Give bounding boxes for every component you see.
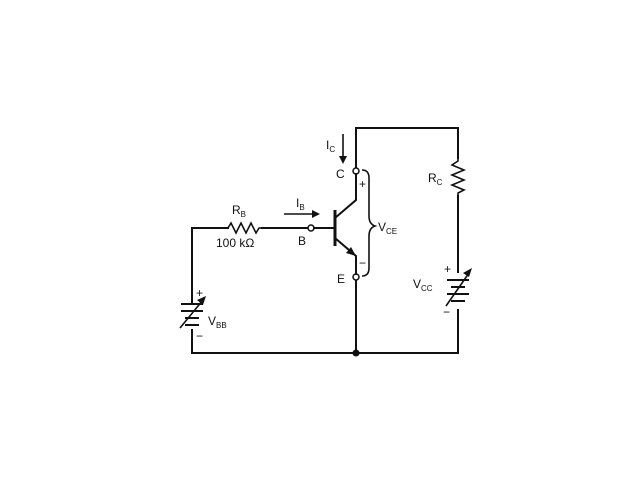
circuit-labels: RB 100 kΩ IB B IC C E VCE + − RC VCC + −… <box>196 138 451 343</box>
vce-brace <box>361 169 378 277</box>
transistor-emitter-lead <box>333 236 357 275</box>
circuit-wires <box>191 127 459 357</box>
emitter-label: E <box>337 272 345 286</box>
collector-label: C <box>336 167 345 181</box>
emitter-arrow-icon <box>346 247 356 256</box>
ib-label: IB <box>296 196 305 212</box>
base-resistor-zigzag <box>227 221 262 235</box>
vce-plus-sign: + <box>359 177 366 191</box>
vcc-minus-sign: − <box>443 305 450 319</box>
vcc-variable-arrow-icon <box>463 268 472 277</box>
vbb-variable-arrow-icon <box>197 296 206 305</box>
ib-arrow-icon <box>312 210 320 218</box>
rc-label: RC <box>428 171 443 187</box>
transistor-collector-lead <box>333 173 357 220</box>
vbb-variable-arrow-line <box>179 299 204 329</box>
current-arrows <box>284 134 347 218</box>
terminals <box>307 167 360 281</box>
vbb-plus-sign: + <box>196 286 203 300</box>
vcc-label: VCC <box>413 277 433 293</box>
vbb-minus-sign: − <box>196 329 203 343</box>
rb-value-label: 100 kΩ <box>216 236 254 250</box>
vcc-battery <box>445 268 472 307</box>
ic-arrow-icon <box>339 156 347 164</box>
collector-resistor-zigzag <box>449 158 467 196</box>
vbb-battery <box>179 296 206 329</box>
npn-transistor <box>313 173 357 275</box>
vce-minus-sign: − <box>359 256 366 270</box>
vce-brace-shape <box>361 169 378 277</box>
vce-label: VCE <box>378 220 397 236</box>
ground-junction-dot <box>352 349 360 357</box>
base-resistor <box>227 221 262 235</box>
vbb-label: VBB <box>208 314 227 330</box>
ic-label: IC <box>326 138 335 154</box>
rb-label: RB <box>232 203 246 219</box>
vcc-plus-sign: + <box>444 262 451 276</box>
base-label: B <box>298 234 306 248</box>
vcc-variable-arrow-line <box>445 272 470 307</box>
collector-resistor <box>449 158 467 196</box>
